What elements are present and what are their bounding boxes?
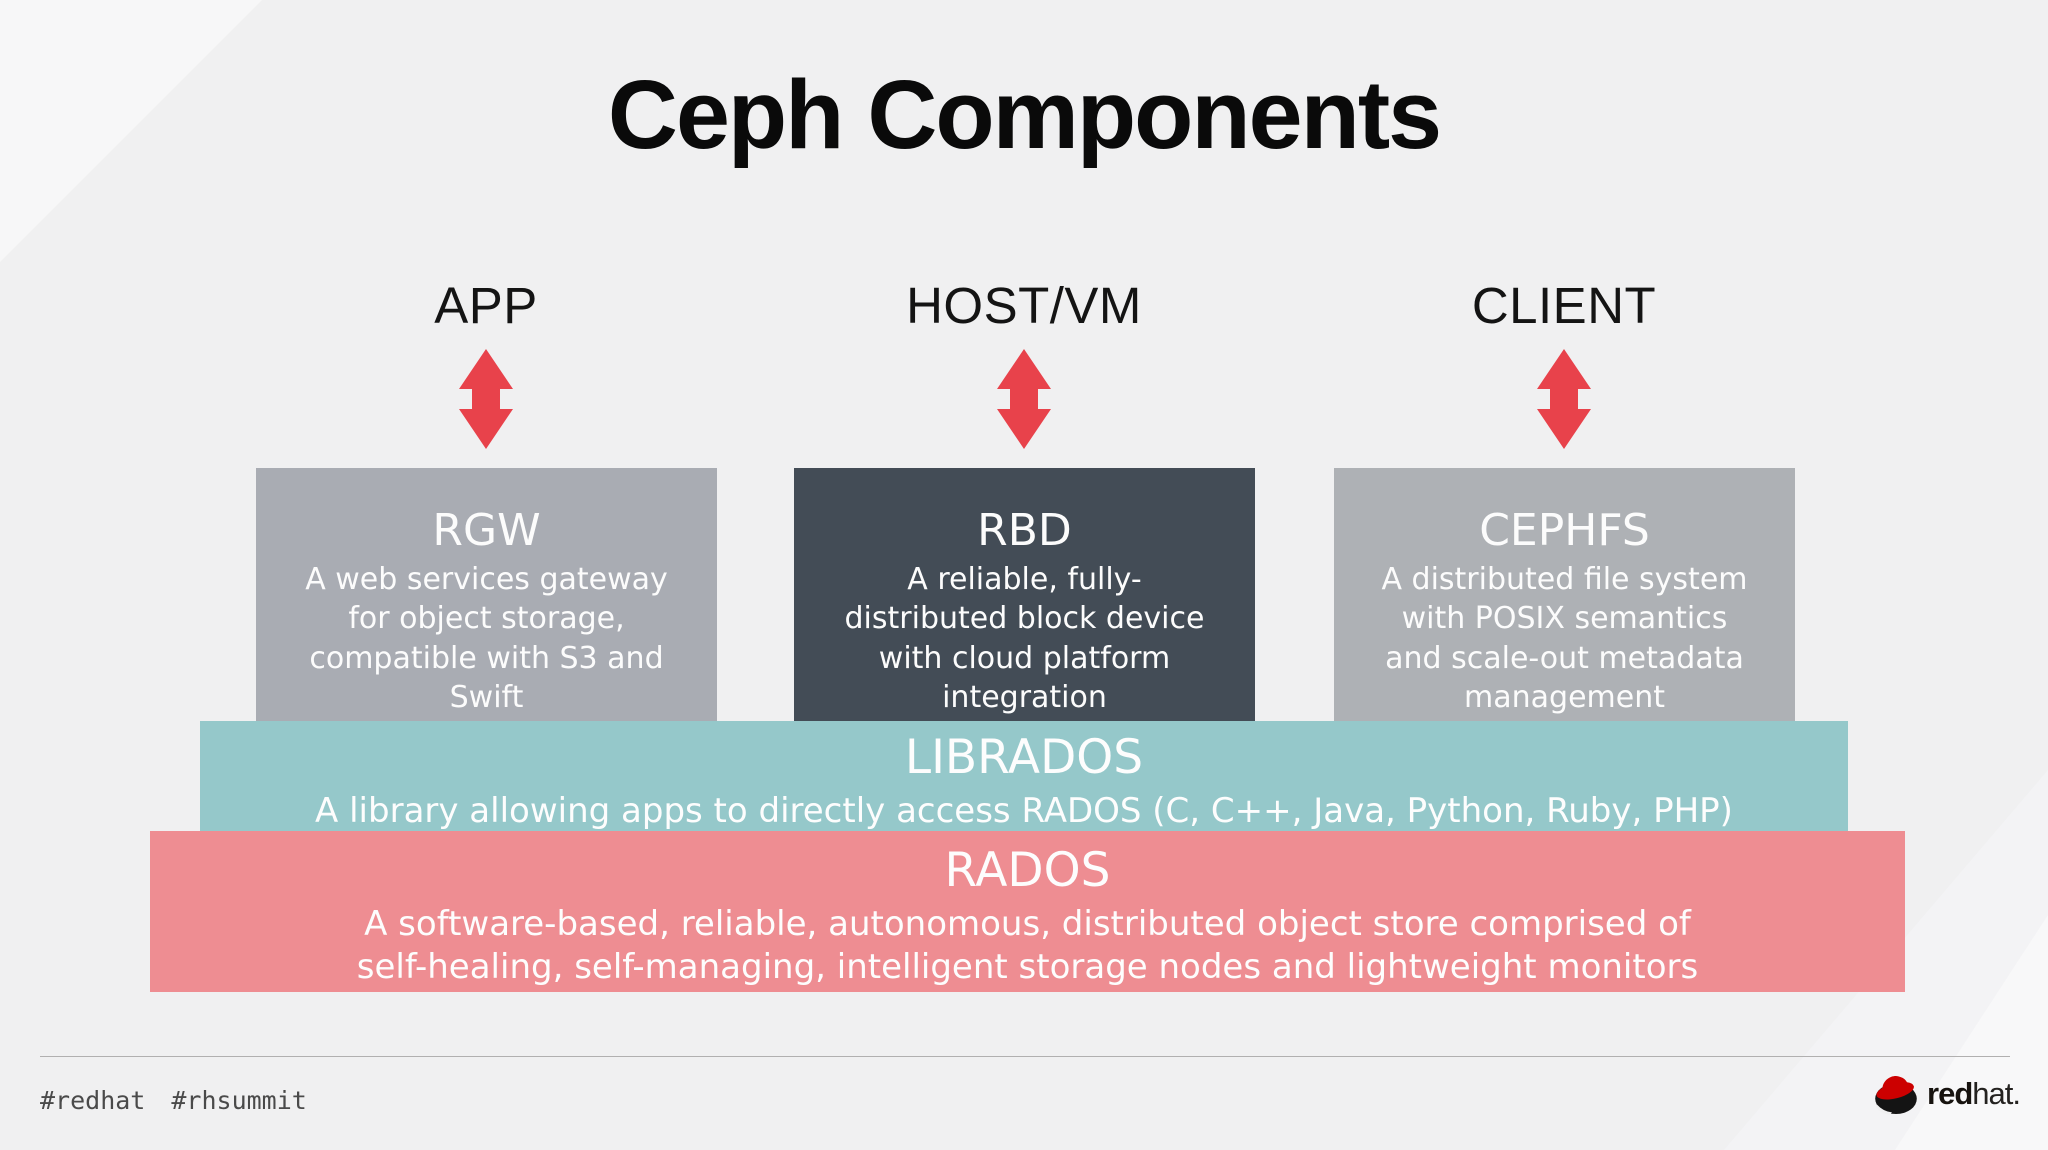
box-title-rbd: RBD xyxy=(977,505,1072,556)
box-title-rgw: RGW xyxy=(432,505,541,556)
box-title-cephfs: CEPHFS xyxy=(1479,505,1650,556)
double-arrow-icon xyxy=(997,349,1051,449)
slide-title: Ceph Components xyxy=(607,60,1442,169)
layer-description-rados: A software-based, reliable, autonomous, … xyxy=(356,904,1699,987)
rados-bar: RADOS A software-based, reliable, autono… xyxy=(150,831,1905,992)
layer-description-librados: A library allowing apps to directly acce… xyxy=(315,791,1733,832)
double-arrow-icon xyxy=(1537,349,1591,449)
cephfs-box: CEPHFS A distributed file system with PO… xyxy=(1334,468,1795,721)
hashtag-rhsummit: #rhsummit xyxy=(171,1086,307,1115)
redhat-logo-text-red: red xyxy=(1927,1076,1973,1111)
column-label-app: APP xyxy=(434,277,538,334)
footer-divider xyxy=(40,1056,2010,1057)
footer-hashtags: #redhat #rhsummit xyxy=(40,1086,307,1115)
box-description-rgw: A web services gateway for object storag… xyxy=(305,561,668,716)
redhat-logo: redhat. xyxy=(1872,1072,2021,1116)
column-label-hostvm: HOST/VM xyxy=(906,277,1142,334)
redhat-hat-icon xyxy=(1872,1072,1920,1116)
librados-bar: LIBRADOS A library allowing apps to dire… xyxy=(200,721,1848,831)
rbd-box: RBD A reliable, fully- distributed block… xyxy=(794,468,1255,721)
box-description-cephfs: A distributed file system with POSIX sem… xyxy=(1381,561,1748,716)
double-arrow-icon xyxy=(459,349,513,449)
box-description-rbd: A reliable, fully- distributed block dev… xyxy=(844,561,1205,716)
hashtag-redhat: #redhat xyxy=(40,1086,146,1115)
layer-title-rados: RADOS xyxy=(944,843,1111,898)
layer-title-librados: LIBRADOS xyxy=(904,730,1144,785)
redhat-logo-text: redhat. xyxy=(1927,1076,2021,1112)
rgw-box: RGW A web services gateway for object st… xyxy=(256,468,717,721)
redhat-logo-text-hat: hat. xyxy=(1972,1076,2021,1111)
column-label-client: CLIENT xyxy=(1471,277,1657,334)
